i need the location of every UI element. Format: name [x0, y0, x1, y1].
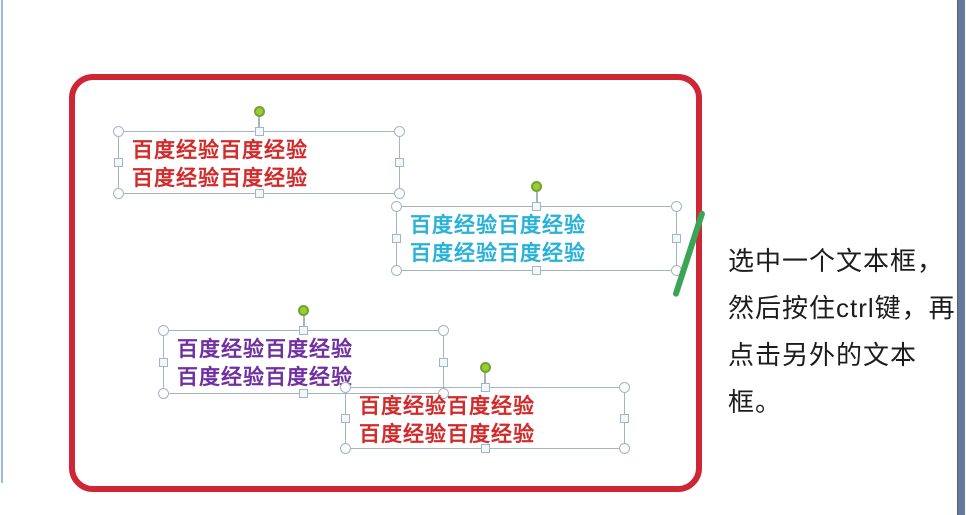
resize-handle-s[interactable]	[254, 189, 264, 198]
resize-handle-e[interactable]	[620, 413, 629, 423]
resize-handle-n[interactable]	[254, 127, 264, 136]
resize-handle-n[interactable]	[532, 202, 541, 211]
textbox-text-line: 百度经验百度经验	[177, 338, 353, 361]
resize-handle-nw[interactable]	[158, 325, 169, 336]
page-edge-left-line	[1, 0, 3, 483]
resize-handle-sw[interactable]	[340, 443, 351, 454]
rotation-handle[interactable]	[531, 181, 542, 192]
resize-handle-e[interactable]	[672, 234, 681, 243]
rotation-stem	[484, 373, 486, 388]
textbox-text-line: 百度经验百度经验	[132, 167, 308, 190]
annotation-line: 选中一个文本框，	[728, 246, 945, 276]
resize-handle-s[interactable]	[480, 444, 490, 453]
textbox-text-line: 百度经验百度经验	[410, 242, 586, 265]
textbox-text-line: 百度经验百度经验	[177, 366, 353, 389]
resize-handle-ne[interactable]	[438, 325, 449, 336]
textbox-purple[interactable]: 百度经验百度经验 百度经验百度经验	[158, 305, 449, 399]
resize-handle-s[interactable]	[532, 266, 541, 275]
textbox-red-2[interactable]: 百度经验百度经验 百度经验百度经验	[340, 362, 630, 454]
resize-handle-n[interactable]	[480, 383, 490, 392]
rotation-stem	[302, 316, 305, 331]
resize-handle-sw[interactable]	[158, 388, 169, 399]
annotation-line: 然后按住ctrl键，再	[728, 293, 956, 323]
resize-handle-sw[interactable]	[113, 188, 124, 199]
annotation-line: 框。	[728, 387, 783, 417]
resize-handle-w[interactable]	[341, 413, 350, 423]
rotation-handle[interactable]	[253, 106, 265, 117]
annotation-line: 点击另外的文本	[728, 340, 918, 370]
textbox-text-line: 百度经验百度经验	[132, 139, 308, 162]
textbox-text: 百度经验百度经验 百度经验百度经验	[346, 388, 624, 449]
page-edge-right-bar	[957, 0, 965, 515]
resize-handle-w[interactable]	[114, 158, 123, 167]
rotation-handle[interactable]	[479, 362, 491, 373]
resize-handle-sw[interactable]	[391, 265, 402, 276]
rotation-handle[interactable]	[298, 305, 309, 316]
textbox-red-1[interactable]: 百度经验百度经验 百度经验百度经验	[113, 106, 405, 199]
resize-handle-s[interactable]	[299, 389, 308, 398]
textbox-text: 百度经验百度经验 百度经验百度经验	[164, 331, 443, 392]
resize-handle-w[interactable]	[159, 357, 168, 367]
textbox-text: 百度经验百度经验 百度经验百度经验	[119, 132, 399, 193]
textbox-cyan[interactable]: 百度经验百度经验 百度经验百度经验	[391, 181, 682, 276]
resize-handle-w[interactable]	[392, 234, 401, 243]
red-highlight-frame	[69, 74, 702, 492]
rotation-stem	[258, 117, 260, 132]
resize-handle-se[interactable]	[438, 388, 449, 399]
resize-handle-e[interactable]	[395, 158, 404, 167]
resize-handle-ne[interactable]	[394, 126, 405, 137]
resize-handle-se[interactable]	[619, 443, 630, 454]
resize-handle-ne[interactable]	[619, 382, 630, 393]
textbox-text-line: 百度经验百度经验	[359, 423, 535, 446]
resize-handle-se[interactable]	[394, 188, 405, 199]
annotation-text: 选中一个文本框， 然后按住ctrl键，再 点击另外的文本 框。	[728, 238, 960, 426]
resize-handle-nw[interactable]	[391, 201, 402, 212]
resize-handle-e[interactable]	[439, 357, 448, 367]
resize-handle-n[interactable]	[299, 326, 308, 335]
textbox-text-line: 百度经验百度经验	[359, 395, 535, 418]
rotation-stem	[535, 192, 538, 207]
textbox-text: 百度经验百度经验 百度经验百度经验	[397, 207, 676, 268]
textbox-text-line: 百度经验百度经验	[410, 214, 586, 237]
resize-handle-nw[interactable]	[340, 382, 351, 393]
resize-handle-nw[interactable]	[113, 126, 124, 137]
resize-handle-ne[interactable]	[671, 201, 682, 212]
